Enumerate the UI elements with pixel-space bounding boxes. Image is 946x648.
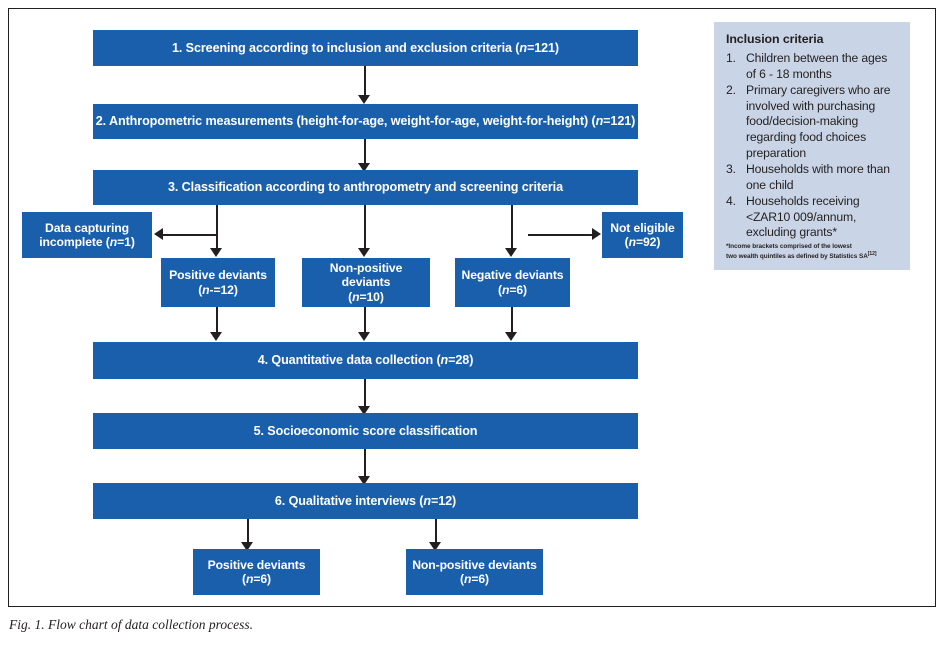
arrowhead-to-non-positive-deviants [358, 248, 370, 257]
inclusion-item-number: 3. [726, 162, 736, 177]
positive-deviants-final-line-1: Positive deviants [207, 557, 306, 572]
inclusion-item-text: Households receiving <ZAR10 009/annum, e… [746, 193, 860, 240]
inclusion-item-number: 2. [726, 82, 736, 97]
inclusion-criteria-title: Inclusion criteria [726, 32, 824, 46]
inclusion-item-text: Households with more than one child [746, 162, 890, 192]
flow-box-positive-deviants-final: Positive deviants (n=6) [193, 549, 320, 595]
inclusion-item-text: Children between the ages of 6 - 18 mont… [746, 51, 888, 81]
footnote-reference: [12] [867, 251, 877, 258]
positive-deviants-final-line-2: (n=6) [242, 572, 271, 586]
inclusion-criteria-footnote: *Income brackets comprised of the lowest… [726, 243, 906, 262]
arrowhead-to-not-eligible [592, 228, 601, 240]
arrowhead-step6-to-non-positive-deviants-final [429, 542, 441, 551]
footnote-line-2: two wealth quintiles as defined by Stati… [726, 253, 868, 261]
arrowhead-step5-to-step6 [358, 476, 370, 485]
flow-box-data-capturing-incomplete: Data capturing incomplete (n=1) [22, 212, 152, 258]
inclusion-item-number: 1. [726, 51, 736, 65]
non-positive-deviants-final-line-2: (n=6) [460, 572, 489, 586]
inclusion-criteria-item: 2. Primary caregivers who are involved w… [726, 83, 900, 162]
not-eligible-line-1: Not eligible [610, 220, 675, 235]
negative-deviants-line-2: (n=6) [498, 282, 527, 297]
connector-step6-to-non-positive-deviants-final [435, 519, 437, 544]
connector-step3-to-not-eligible [528, 234, 593, 236]
flow-box-step-5: 5. Socioeconomic score classification [93, 413, 638, 449]
flow-box-step-2-label: 2. Anthropometric measurements (height-f… [95, 114, 636, 129]
flow-box-step-3-label: 3. Classification according to anthropom… [167, 180, 563, 195]
arrowhead-non-positive-deviants-to-step4 [358, 332, 370, 341]
connector-step4-to-step5 [364, 379, 366, 408]
non-positive-deviants-final-line-1: Non-positive deviants [412, 557, 537, 572]
flow-box-not-eligible: Not eligible (n=92) [602, 212, 683, 258]
arrowhead-to-negative-deviants [505, 248, 517, 257]
non-positive-deviants-line-2: (n=10) [348, 289, 384, 304]
flow-box-step-4-label: 4. Quantitative data collection (n=28) [257, 353, 474, 368]
connector-step6-to-positive-deviants-final [247, 519, 249, 544]
data-capturing-line-2: incomplete (n=1) [39, 235, 135, 249]
arrowhead-to-positive-deviants [210, 248, 222, 257]
positive-deviants-line-2: (n-=12) [198, 282, 238, 297]
inclusion-item-number: 4. [726, 193, 736, 208]
flow-box-step-3: 3. Classification according to anthropom… [93, 170, 638, 205]
flow-box-step-6: 6. Qualitative interviews (n=12) [93, 483, 638, 519]
flow-box-non-positive-deviants-final: Non-positive deviants (n=6) [406, 549, 543, 595]
arrowhead-step4-to-step5 [358, 406, 370, 415]
inclusion-criteria-panel: Inclusion criteria 1. Children between t… [714, 22, 910, 270]
arrowhead-step6-to-positive-deviants-final [241, 542, 253, 551]
connector-step3-to-non-positive-deviants [364, 205, 366, 250]
flow-box-negative-deviants: Negative deviants (n=6) [455, 258, 570, 307]
arrowhead-step1-to-step2 [358, 95, 370, 104]
flow-box-step-2: 2. Anthropometric measurements (height-f… [93, 104, 638, 139]
arrowhead-negative-deviants-to-step4 [505, 332, 517, 341]
negative-deviants-line-1: Negative deviants [461, 268, 564, 283]
connector-step3-to-positive-deviants [216, 205, 218, 250]
figure-caption: Fig. 1. Flow chart of data collection pr… [9, 617, 253, 632]
flow-box-step-6-label: 6. Qualitative interviews (n=12) [274, 493, 457, 508]
flow-box-positive-deviants: Positive deviants (n-=12) [161, 258, 275, 307]
positive-deviants-line-1: Positive deviants [169, 268, 267, 283]
data-capturing-line-1: Data capturing [45, 220, 129, 235]
inclusion-criteria-list: 1. Children between the ages of 6 - 18 m… [726, 51, 900, 241]
connector-positive-deviants-to-step4 [216, 307, 218, 334]
arrowhead-positive-deviants-to-step4 [210, 332, 222, 341]
flow-box-step-1: 1. Screening according to inclusion and … [93, 30, 638, 66]
arrowhead-to-data-capturing [154, 228, 163, 240]
connector-non-positive-deviants-to-step4 [364, 307, 366, 334]
footnote-line-1: *Income brackets comprised of the lowest [726, 242, 852, 250]
connector-step3-to-data-capturing [163, 234, 216, 236]
inclusion-criteria-item: 3. Households with more than one child [726, 162, 900, 194]
not-eligible-line-2: (n=92) [624, 235, 661, 249]
flow-box-non-positive-deviants: Non-positive deviants (n=10) [302, 258, 430, 307]
connector-step2-to-step3 [364, 139, 366, 165]
flow-box-step-1-label: 1. Screening according to inclusion and … [171, 40, 560, 55]
connector-step1-to-step2 [364, 66, 366, 97]
connector-negative-deviants-to-step4 [511, 307, 513, 334]
non-positive-deviants-line-1: Non-positive deviants [329, 260, 403, 290]
flow-box-step-4: 4. Quantitative data collection (n=28) [93, 342, 638, 379]
inclusion-item-text: Primary caregivers who are involved with… [746, 82, 891, 161]
arrowhead-step2-to-step3 [358, 163, 370, 172]
connector-step5-to-step6 [364, 449, 366, 478]
inclusion-criteria-item: 4. Households receiving <ZAR10 009/annum… [726, 194, 900, 242]
flow-box-step-5-label: 5. Socioeconomic score classification [253, 423, 478, 438]
connector-step3-to-negative-deviants [511, 205, 513, 250]
inclusion-criteria-item: 1. Children between the ages of 6 - 18 m… [726, 51, 900, 83]
